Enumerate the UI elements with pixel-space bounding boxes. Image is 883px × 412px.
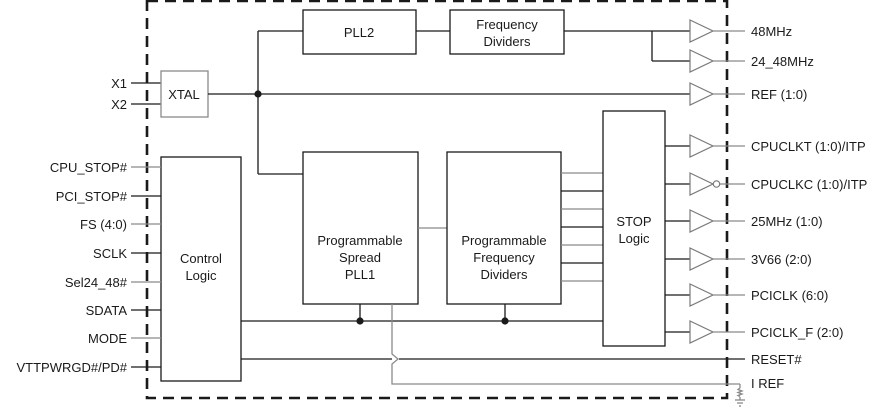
control-input-pin: SDATA <box>86 303 128 318</box>
buffer-icon <box>689 19 715 43</box>
control-input-pin: Sel24_48# <box>65 275 128 290</box>
control-section: Control Logic CPU_STOP# PCI_STOP# FS (4:0)… <box>16 156 802 382</box>
control-input-pin: MODE <box>88 331 127 346</box>
pll2-label: PLL2 <box>344 25 374 40</box>
frequency-dividers-block <box>449 9 565 55</box>
prog-div-label-1: Programmable <box>461 233 546 248</box>
pin-x2: X2 <box>111 97 127 112</box>
resistor-icon <box>736 387 744 398</box>
pin-24-48mhz: 24_48MHz <box>751 54 814 69</box>
buffer-icon <box>689 82 715 106</box>
programmable-dividers-block <box>446 151 562 305</box>
pin-48mhz: 48MHz <box>751 24 792 39</box>
buffer-icon <box>689 320 715 344</box>
pin-ref: REF (1:0) <box>751 87 807 102</box>
pin-iref: I REF <box>751 376 784 391</box>
control-label-2: Logic <box>185 268 217 283</box>
stop-label-2: Logic <box>618 231 650 246</box>
pin-25mhz: 25MHz (1:0) <box>751 214 823 229</box>
prog-dividers-section: Programmable Frequency Dividers <box>446 151 603 325</box>
control-input-pin: VTTPWRGD#/PD# <box>16 360 127 375</box>
control-logic-block <box>160 156 242 382</box>
pin-pciclk: PCICLK (6:0) <box>751 288 828 303</box>
buffer-icon <box>689 247 715 271</box>
chip-boundary <box>145 0 729 400</box>
divider-bus <box>561 172 603 282</box>
pin-pciclk-f: PCICLK_F (2:0) <box>751 325 843 340</box>
iref-section: I REF <box>735 376 784 407</box>
control-label-1: Control <box>180 251 222 266</box>
buffer-icon <box>689 283 715 307</box>
junction-dot <box>501 317 509 325</box>
pin-reset: RESET# <box>751 352 802 367</box>
inverter-bubble <box>712 180 721 188</box>
pll2-block <box>302 9 417 55</box>
pin-3v66: 3V66 (2:0) <box>751 252 812 267</box>
prog-div-label-3: Dividers <box>481 267 528 282</box>
pll2-section: PLL2 Frequency Dividers <box>302 9 690 62</box>
control-input-pin: SCLK <box>93 246 127 261</box>
control-input-pin: CPU_STOP# <box>50 160 128 175</box>
prog-div-label-2: Frequency <box>473 250 535 265</box>
pll1-label-3: PLL1 <box>345 267 375 282</box>
output-buffers <box>665 19 745 344</box>
pll1-label-1: Programmable <box>317 233 402 248</box>
buffer-icon <box>689 49 715 73</box>
freq-div-label-2: Dividers <box>484 34 531 49</box>
control-input-pin: PCI_STOP# <box>56 189 128 204</box>
pin-cpuclkt: CPUCLKT (1:0)/ITP <box>751 139 866 154</box>
inverting-buffer-icon <box>689 172 715 196</box>
control-inputs: CPU_STOP# PCI_STOP# FS (4:0) SCLK Sel24_48# S… <box>16 160 161 375</box>
pll1-label-2: Spread <box>339 250 381 265</box>
stop-section: STOP Logic <box>602 110 666 347</box>
junction-dot <box>356 317 364 325</box>
pin-cpuclkc: CPUCLKC (1:0)/ITP <box>751 177 867 192</box>
control-input-pin: FS (4:0) <box>80 217 127 232</box>
iref-wire <box>391 304 740 385</box>
buffer-icon <box>689 209 715 233</box>
xtal-label: XTAL <box>168 87 200 102</box>
pin-x1: X1 <box>111 76 127 91</box>
xtal-section: X1 X2 XTAL <box>111 30 690 175</box>
freq-div-label-1: Frequency <box>476 17 538 32</box>
buffer-icon <box>689 134 715 158</box>
stop-label-1: STOP <box>616 214 651 229</box>
stop-logic-block <box>602 110 666 347</box>
pll1-section: Programmable Spread PLL1 <box>302 151 740 385</box>
